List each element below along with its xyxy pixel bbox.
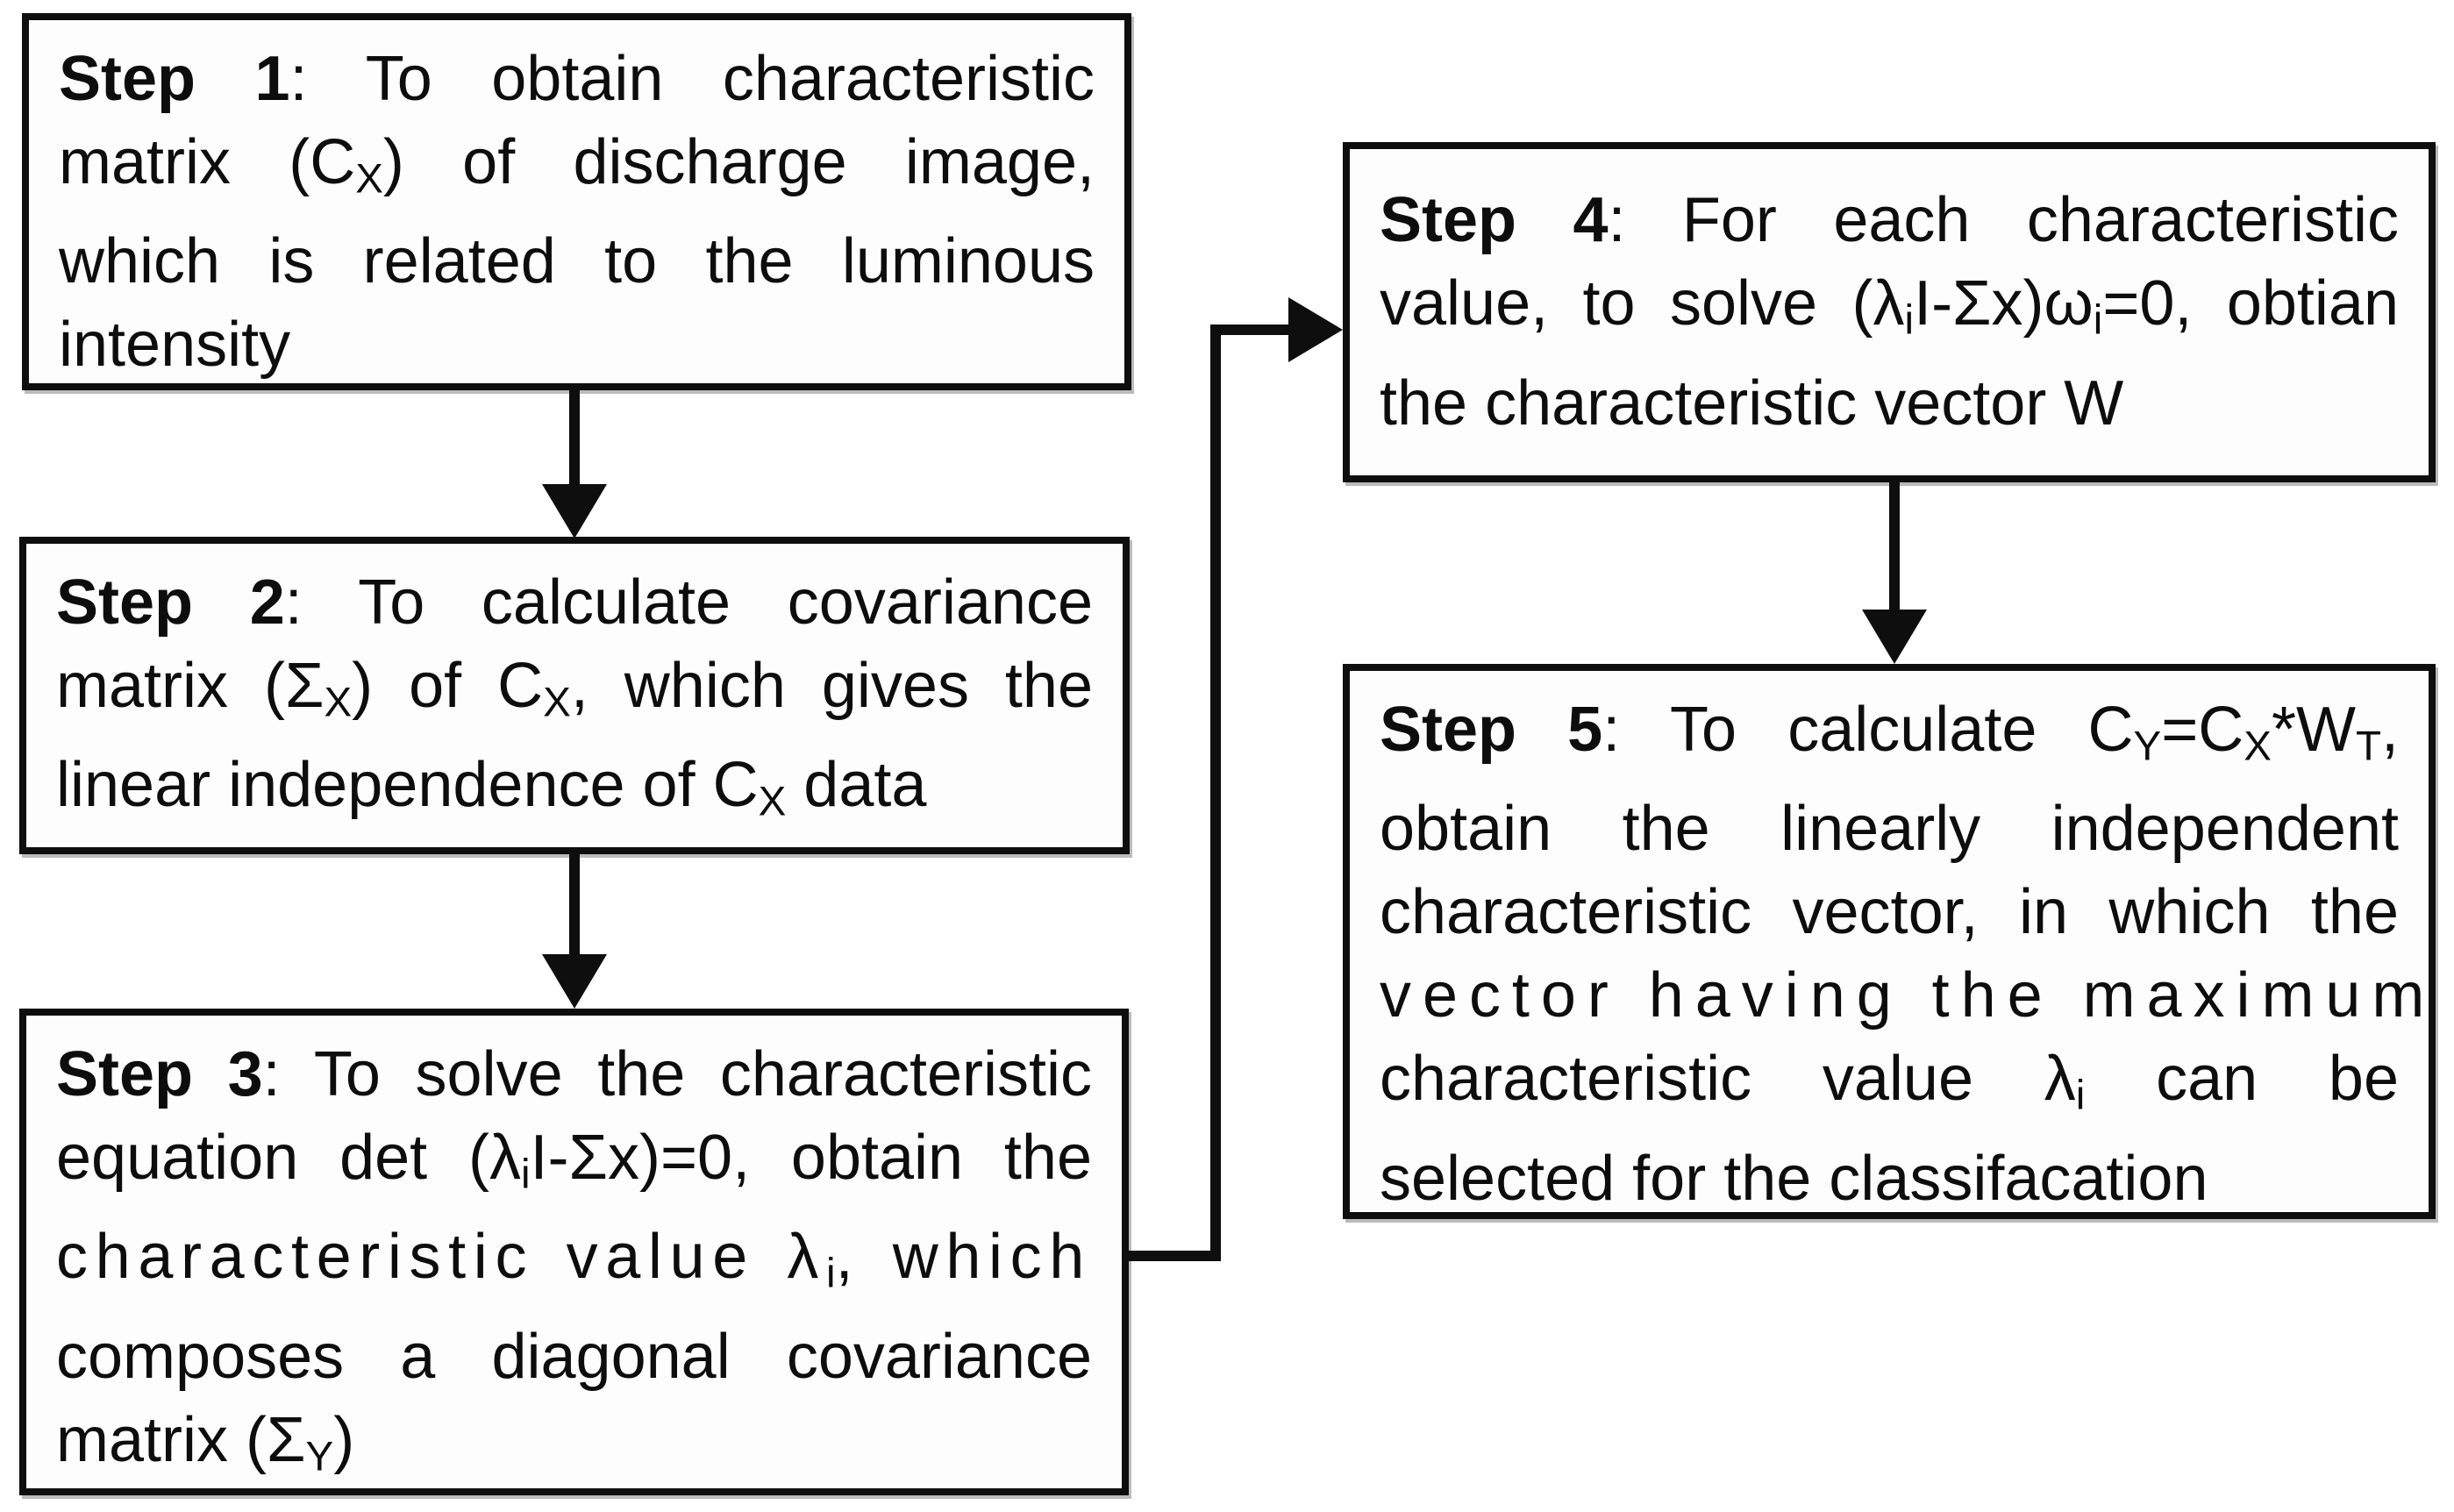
text-run: , which gives the: [570, 651, 1093, 721]
text-run: ,: [2380, 695, 2399, 765]
text-run: matrix (Σ: [56, 651, 325, 721]
subscript-text: Y: [2133, 723, 2162, 770]
text-line: Step 3: To solve the characteristic: [56, 1033, 1092, 1116]
text-run: data: [786, 750, 927, 821]
text-line: equation det (λiI-Σx)=0, obtain the: [56, 1116, 1092, 1216]
text-run: I-Σx)=0, obtain the: [530, 1123, 1092, 1193]
text-run: selected for the classifacation: [1380, 1143, 2208, 1214]
text-line: the characteristic vector W: [1380, 362, 2399, 446]
bold-text: Step 2: [56, 567, 285, 638]
text-line: obtain the linearly independent: [1380, 788, 2399, 871]
text-line: Step 5: To calculate CY=CX*WT,: [1380, 688, 2399, 788]
subscript-text: X: [355, 155, 383, 203]
text-run: : To obtain characteristic: [289, 44, 1095, 114]
text-line: matrix (ΣX) of CX, which gives the: [56, 645, 1093, 744]
text-line: selected for the classifacation: [1380, 1138, 2399, 1214]
text-run: composes a diagonal covariance: [56, 1321, 1092, 1392]
arrow-down-icon: [1862, 610, 1927, 664]
text-run: : To calculate covariance: [284, 567, 1093, 638]
bold-text: Step 3: [56, 1039, 263, 1109]
arrow-step2-to-step3-stem: [569, 854, 580, 958]
text-line: Step 2: To calculate covariance: [56, 561, 1093, 645]
text-line: matrix (ΣY): [56, 1399, 1092, 1488]
arrow-step3-to-step4-horizontal-top: [1210, 325, 1291, 335]
text-run: characteristic value λ: [1380, 1044, 2076, 1115]
arrow-down-icon: [542, 484, 607, 538]
text-run: ) of discharge image,: [382, 127, 1095, 197]
text-run: : To calculate C: [1602, 695, 2134, 765]
text-run: =0, obtian: [2102, 268, 2399, 339]
text-line: Step 4: For each characteristic: [1380, 179, 2399, 262]
arrow-step4-to-step5-stem: [1889, 482, 1900, 613]
text-line: characteristic vector, in which the: [1380, 871, 2399, 954]
subscript-text: i: [826, 1250, 836, 1297]
subscript-text: i: [1904, 296, 1915, 344]
text-run: : To solve the characteristic: [262, 1039, 1093, 1109]
text-run: the characteristic vector W: [1380, 367, 2124, 439]
text-line: value, to solve (λiI-Σx)ωi=0, obtian: [1380, 262, 2399, 361]
arrow-step3-to-step4-horizontal-bottom: [1129, 1251, 1221, 1261]
text-line: matrix (CX) of discharge image,: [59, 121, 1095, 220]
subscript-text: X: [2244, 723, 2272, 770]
text-run: characteristic vector, in which the: [1380, 877, 2399, 948]
subscript-text: T: [2355, 723, 2381, 770]
subscript-text: X: [543, 679, 571, 726]
text-line: Step 1: To obtain characteristic: [59, 38, 1095, 121]
subscript-text: i: [2093, 296, 2103, 344]
text-line: intensity: [59, 303, 1095, 383]
text-run: linear independence of C: [56, 750, 759, 821]
text-run: can be: [2085, 1044, 2399, 1115]
bold-text: Step 1: [59, 44, 290, 114]
arrow-right-icon: [1288, 297, 1343, 362]
subscript-text: X: [324, 679, 353, 726]
step5-box: Step 5: To calculate CY=CX*WT,obtain the…: [1343, 664, 2436, 1219]
text-run: intensity: [59, 310, 291, 381]
text-run: ): [333, 1404, 355, 1475]
arrow-step1-to-step2-stem: [569, 390, 580, 489]
subscript-text: X: [758, 778, 787, 825]
text-run: *W: [2271, 695, 2356, 765]
subscript-text: Y: [305, 1433, 334, 1480]
text-run: obtain the linearly independent: [1380, 794, 2399, 865]
subscript-text: i: [2075, 1072, 2086, 1119]
text-line: vector having the maximum: [1380, 954, 2424, 1038]
text-line: characteristic value λi can be: [1380, 1038, 2399, 1137]
text-run: vector having the maximum: [1380, 960, 2436, 1031]
subscript-text: i: [520, 1151, 531, 1198]
text-run: which is related to the luminous: [59, 226, 1095, 297]
text-run: characteristic value λ: [56, 1222, 827, 1293]
text-run: =C: [2161, 695, 2244, 765]
bold-text: Step 4: [1380, 185, 1609, 256]
text-line: linear independence of CX data: [56, 744, 1093, 843]
text-run: value, to solve (λ: [1380, 268, 1905, 339]
text-run: equation det (λ: [56, 1123, 521, 1193]
text-line: composes a diagonal covariance: [56, 1316, 1092, 1399]
text-run: : For each characteristic: [1608, 185, 2399, 256]
text-run: matrix (C: [59, 127, 356, 197]
arrow-step3-to-step4-vertical: [1210, 325, 1221, 1261]
text-run: matrix (Σ: [56, 1404, 306, 1475]
bold-text: Step 5: [1380, 695, 1603, 765]
arrow-down-icon: [542, 954, 607, 1009]
text-run: , which: [835, 1222, 1092, 1293]
text-line: which is related to the luminous: [59, 220, 1095, 303]
text-run: I-Σx)ω: [1914, 268, 2094, 339]
text-run: ) of C: [352, 651, 544, 721]
text-line: characteristic value λi, which: [56, 1216, 1092, 1315]
